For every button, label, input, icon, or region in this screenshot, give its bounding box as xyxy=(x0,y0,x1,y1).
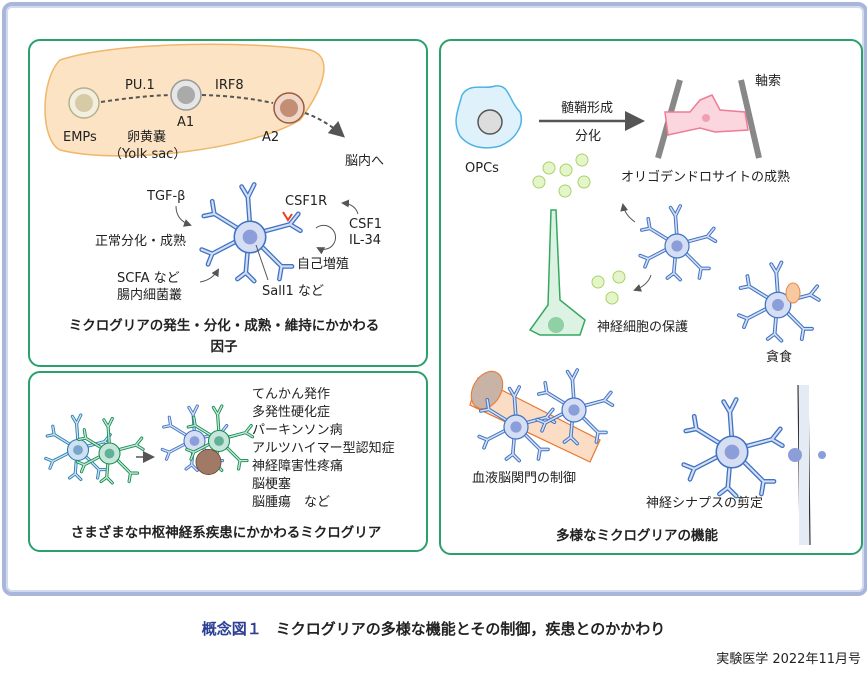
panel-disease-title: さまざまな中枢神経系疾患にかかわるミクログリア xyxy=(71,524,382,541)
figure-caption: 概念図１ ミクログリアの多様な機能とその制御，疾患とのかかわり xyxy=(0,618,867,639)
yolk-sac-label: 卵黄嚢 xyxy=(127,129,166,145)
csf1r-label: CSF1R xyxy=(285,194,327,209)
diagram-illustration: PU.1 IRF8 EMPs A1 A2 卵黄嚢 （Yolk sac） 脳内へ … xyxy=(44,43,826,546)
caption-text: ミクログリアの多様な機能とその制御，疾患とのかかわり xyxy=(275,620,666,638)
differentiation-label: 分化 xyxy=(575,129,601,144)
disease-list: てんかん発作 多発性硬化症 パーキンソン病 アルツハイマー型認知症 神経障害性疼… xyxy=(252,387,395,510)
panel-development-title: ミクログリアの発生・分化・成熟・維持にかかわる xyxy=(69,317,380,334)
a1-label: A1 xyxy=(177,115,194,130)
emps-label: EMPs xyxy=(63,130,97,145)
panel-development-title-2: 因子 xyxy=(211,339,238,355)
disease-item: てんかん発作 xyxy=(252,387,330,402)
yolk-sac-en-label: （Yolk sac） xyxy=(109,147,186,162)
source-credit: 実験医学 2022年11月号 xyxy=(716,652,861,667)
pruning-label: 神経シナプスの剪定 xyxy=(646,495,763,511)
tgf-label: TGF-β xyxy=(146,189,185,204)
disease-item: パーキンソン病 xyxy=(252,423,343,438)
disease-item: 脳梗塞 xyxy=(252,476,291,492)
neuroprotection-label: 神経細胞の保護 xyxy=(597,319,688,335)
panel-functions-title: 多様なミクログリアの機能 xyxy=(556,527,718,544)
pu1-label: PU.1 xyxy=(125,78,155,93)
normal-maturation-label: 正常分化・成熟 xyxy=(95,233,186,249)
neuron xyxy=(528,209,586,336)
sall1-label: Sall1 など xyxy=(262,284,324,299)
caption-number: 概念図１ xyxy=(201,620,262,638)
csf1-label: CSF1 xyxy=(349,217,382,232)
oligo-label: オリゴデンドロサイトの成熟 xyxy=(621,169,790,185)
diverse-microglia-group xyxy=(44,413,145,485)
bbb-label: 血液脳関門の制御 xyxy=(472,471,576,486)
panel-disease xyxy=(28,371,428,552)
scfa-label: SCFA など xyxy=(117,271,180,286)
activated-microglia-group xyxy=(160,404,255,475)
phagocytosis-label: 貪食 xyxy=(766,349,792,365)
phagocytosed-debris xyxy=(785,282,801,304)
il34-label: IL-34 xyxy=(349,233,381,248)
irf8-label: IRF8 xyxy=(215,78,244,93)
opcs-label: OPCs xyxy=(465,161,499,176)
axon-label: 軸索 xyxy=(755,74,781,89)
self-renewal-label: 自己増殖 xyxy=(297,256,349,272)
a2-label: A2 xyxy=(262,130,279,145)
synapse-spine xyxy=(788,448,802,462)
myelination-label: 髄鞘形成 xyxy=(561,101,613,116)
disease-item: 脳腫瘍 など xyxy=(252,494,330,510)
neurotrophic-factors xyxy=(532,153,626,305)
disease-item: 多発性硬化症 xyxy=(252,404,330,420)
to-brain-label: 脳内へ xyxy=(345,153,384,169)
disease-item: アルツハイマー型認知症 xyxy=(252,440,395,456)
disease-item: 神経障害性疼痛 xyxy=(252,458,343,474)
csf1r-receptor xyxy=(282,211,293,222)
gut-microbiota-label: 腸内細菌叢 xyxy=(117,287,182,303)
